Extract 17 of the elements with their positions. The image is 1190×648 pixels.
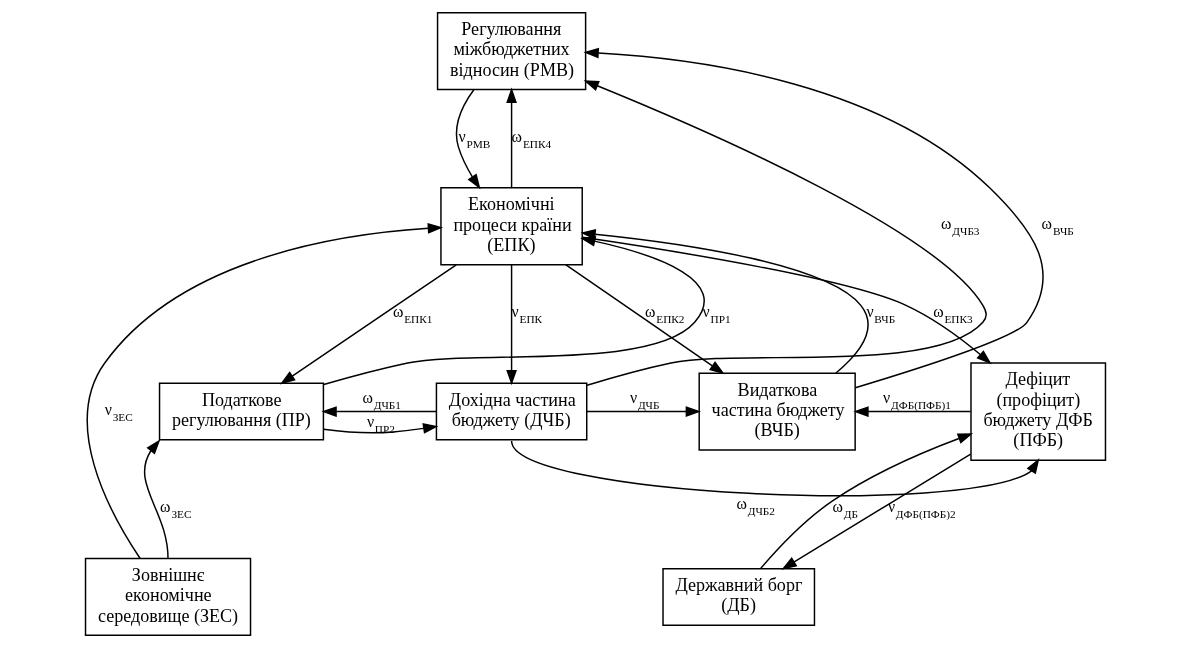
edge-label: ω$_{ДЧБ2}$ xyxy=(735,494,775,517)
edge-label: ω$_{ЕПК4}$ xyxy=(511,127,551,150)
edge-label: ω$_{ДБ}$ xyxy=(832,498,858,521)
edge-label: ω$_{ВЧБ}$ xyxy=(1041,215,1074,238)
edge-label: ω$_{ЕПК3}$ xyxy=(932,302,973,325)
edge-label: ω$_{ДЧБ3}$ xyxy=(940,215,980,238)
edge-label: ω$_{ЕПК1}$ xyxy=(392,302,432,325)
edge-label: ν$_{ДФБ(ПФБ)1}$ xyxy=(882,388,951,411)
edge-label: ω$_{ЗЕС}$ xyxy=(159,498,192,521)
edge-label: ν$_{ДЧБ}$ xyxy=(629,388,659,411)
edge-label: ν$_{ЗЕС}$ xyxy=(104,400,133,423)
edge-label: ν$_{РМВ}$ xyxy=(457,127,490,150)
edge-label: ω$_{ДЧБ1}$ xyxy=(361,388,401,411)
edge-label: ω$_{ЕПК2}$ xyxy=(644,302,684,325)
edge-label: ν$_{ПР1}$ xyxy=(702,302,731,325)
edge-label: ν$_{ЕПК}$ xyxy=(511,302,542,325)
edge-label: ν$_{ВЧБ}$ xyxy=(865,302,895,325)
